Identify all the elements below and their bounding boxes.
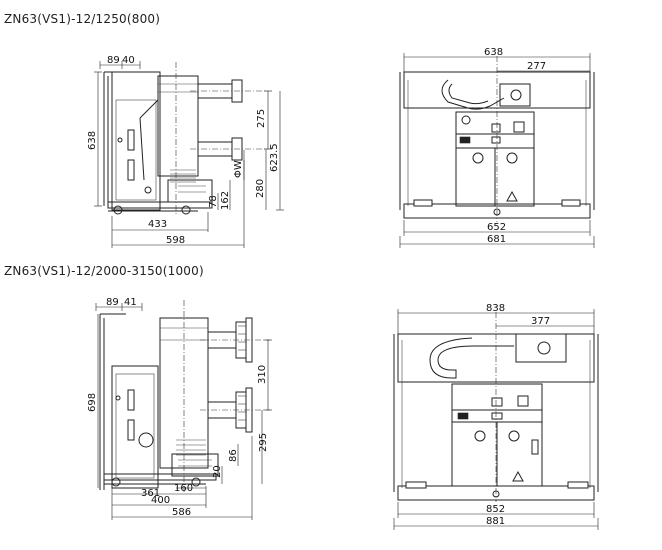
dim-638-side: 638 <box>87 131 98 150</box>
dim-86: 86 <box>228 449 239 462</box>
dim-277: 277 <box>527 61 546 72</box>
drawing-title-1250: ZN63(VS1)-12/1250(800) <box>4 12 161 26</box>
dim-377: 377 <box>531 316 550 327</box>
wheel <box>113 205 123 215</box>
warning-icon <box>512 470 524 482</box>
dim-275: 275 <box>256 109 267 128</box>
dim-78: 78 <box>208 195 219 208</box>
dim-295: 295 <box>258 433 269 452</box>
contact-arm-loop <box>441 79 505 110</box>
dim-160: 160 <box>174 483 193 494</box>
dim-310: 310 <box>257 365 268 384</box>
dim-89: 89 <box>106 297 119 308</box>
side-view-1250: 89 40 638 275 623.5 280 ΦW 78 162 433 59… <box>87 55 284 248</box>
phi-w-label: ΦW <box>233 160 244 178</box>
dim-681: 681 <box>487 234 506 245</box>
spring <box>170 169 196 183</box>
close-button <box>508 430 520 442</box>
pole-cylinder <box>157 75 199 177</box>
dim-361: 361 <box>141 488 160 499</box>
open-button <box>472 152 484 164</box>
open-button <box>474 430 486 442</box>
dim-162: 162 <box>220 191 231 210</box>
front-view-2000-3150: 838 377 852 881 <box>393 303 599 530</box>
dim-652: 652 <box>487 222 506 233</box>
contact-arm-loop <box>429 337 514 379</box>
dim-586: 586 <box>172 507 191 518</box>
dim-698: 698 <box>87 393 98 412</box>
dim-638-front: 638 <box>484 47 503 58</box>
spring <box>176 439 206 456</box>
side-frame <box>111 365 159 489</box>
wheel <box>181 205 191 215</box>
warning-icon <box>506 190 518 202</box>
wheel <box>111 477 121 487</box>
front-view-1250: 638 277 652 681 <box>399 47 595 248</box>
dim-838: 838 <box>486 303 505 314</box>
dim-881: 881 <box>486 516 505 527</box>
side-frame <box>111 71 161 211</box>
close-button <box>506 152 518 164</box>
dim-852: 852 <box>486 504 505 515</box>
drawing-title-2000-3150: ZN63(VS1)-12/2000-3150(1000) <box>4 264 204 278</box>
dim-598: 598 <box>166 235 185 246</box>
base-rail <box>103 473 217 481</box>
dim-280: 280 <box>255 179 266 198</box>
dim-41: 41 <box>124 297 137 308</box>
dim-89: 89 <box>107 55 120 66</box>
dim-20: 20 <box>212 465 223 478</box>
dim-40: 40 <box>122 55 135 66</box>
side-view-2000-3150: 89 41 698 310 295 86 20 160 361 400 586 <box>87 297 272 520</box>
dim-400: 400 <box>151 495 170 506</box>
base-rail <box>107 201 213 209</box>
wheel <box>191 477 201 487</box>
dim-433: 433 <box>148 219 167 230</box>
dim-623-5: 623.5 <box>269 143 280 172</box>
